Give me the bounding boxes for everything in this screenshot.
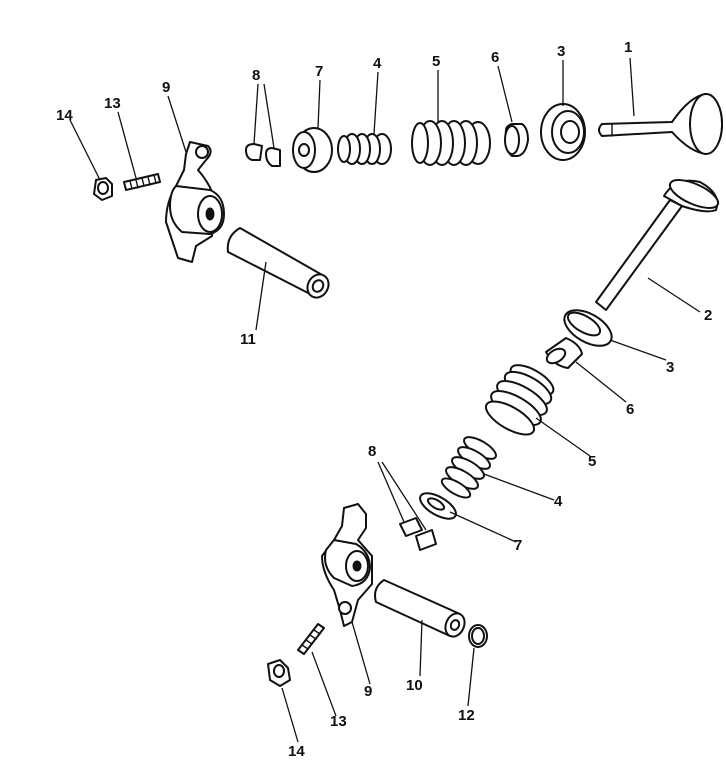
callout-14: 14 bbox=[56, 107, 73, 124]
bottom-lock-nut bbox=[267, 659, 291, 687]
callouts-bottom: 2 3 6 5 4 7 8 9 10 12 13 14 bbox=[288, 307, 712, 760]
callout-4-bottom: 4 bbox=[554, 493, 563, 510]
leader-lines bbox=[69, 57, 701, 743]
callout-13: 13 bbox=[104, 95, 121, 112]
top-stem-seal bbox=[504, 123, 529, 157]
bottom-retainer bbox=[419, 492, 457, 520]
callout-10: 10 bbox=[406, 677, 423, 694]
callout-6-bottom: 6 bbox=[626, 401, 634, 418]
bottom-stem-seal bbox=[545, 337, 583, 369]
bottom-seal bbox=[563, 309, 613, 347]
bottom-cotters bbox=[399, 517, 437, 551]
callout-11: 11 bbox=[240, 331, 256, 348]
callout-5-bottom: 5 bbox=[588, 453, 596, 470]
callout-3: 3 bbox=[557, 43, 565, 60]
callout-2: 2 bbox=[704, 307, 712, 324]
bottom-valve bbox=[595, 179, 720, 311]
callout-7-bottom: 7 bbox=[514, 537, 522, 554]
top-outer-spring bbox=[411, 120, 491, 166]
top-rocker-shaft bbox=[226, 227, 330, 299]
callout-7: 7 bbox=[315, 63, 323, 80]
callout-4: 4 bbox=[373, 55, 382, 72]
o-ring bbox=[468, 624, 488, 648]
callout-14-bottom: 14 bbox=[288, 743, 305, 760]
callout-8-bottom: 8 bbox=[368, 443, 376, 460]
callout-8: 8 bbox=[252, 67, 260, 84]
callout-9: 9 bbox=[162, 79, 170, 96]
callout-5: 5 bbox=[432, 53, 440, 70]
bottom-outer-spring bbox=[484, 364, 555, 436]
top-seal bbox=[540, 103, 586, 161]
callouts-top: 1 3 6 5 4 7 8 9 13 14 11 bbox=[56, 39, 632, 348]
bottom-adjusting-screw bbox=[297, 623, 325, 655]
bottom-rocker-arm bbox=[321, 503, 373, 627]
top-inner-spring bbox=[337, 133, 392, 165]
top-retainer bbox=[292, 127, 333, 173]
top-adjusting-screw bbox=[123, 173, 161, 191]
callout-1: 1 bbox=[624, 39, 632, 56]
top-rocker-arm bbox=[165, 141, 225, 263]
callout-12: 12 bbox=[458, 707, 475, 724]
callout-3-bottom: 3 bbox=[666, 359, 674, 376]
bottom-rocker-shaft bbox=[374, 579, 466, 638]
bottom-inner-spring bbox=[440, 436, 497, 499]
top-cotters bbox=[245, 143, 281, 167]
callout-13-bottom: 13 bbox=[330, 713, 347, 730]
callout-9-bottom: 9 bbox=[364, 683, 372, 700]
top-lock-nut bbox=[93, 177, 113, 201]
top-valve bbox=[598, 93, 723, 155]
callout-6: 6 bbox=[491, 49, 499, 66]
